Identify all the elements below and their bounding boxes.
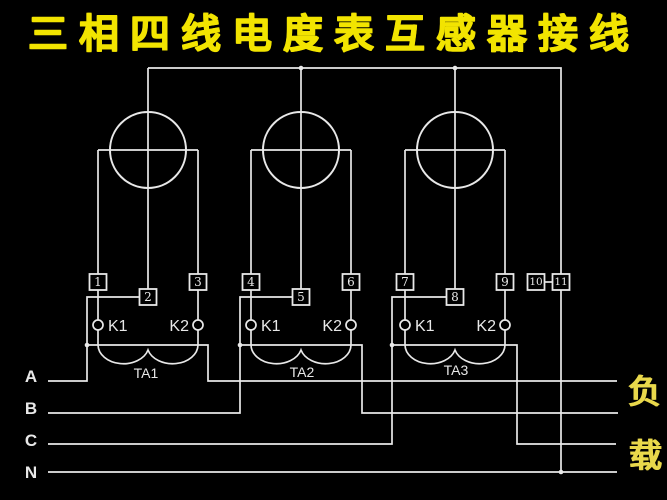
- ta1-secondary-winding: [97, 344, 199, 365]
- terminal8-voltage-tap-wire: [391, 296, 447, 345]
- terminal-box-10: [526, 273, 546, 291]
- phase-a-label: A: [25, 367, 37, 386]
- bus-junction-dot: [452, 65, 458, 71]
- terminal-number-5: 5: [297, 290, 305, 304]
- terminal-box-1: [88, 273, 108, 291]
- ta1-tap-junction-dot: [84, 342, 90, 348]
- ta1-k2-label: K2: [169, 318, 189, 335]
- ta3-secondary-winding: [404, 344, 506, 365]
- phase-c-line: [48, 344, 616, 445]
- load-label-char2: 载: [629, 437, 662, 474]
- terminal-number-1: 1: [94, 275, 102, 289]
- terminal-box-6: [341, 273, 361, 291]
- ta1-k2-terminal-circle: [192, 319, 204, 331]
- ta3-tap-junction-dot: [389, 342, 395, 348]
- neutral-junction-dot: [558, 469, 564, 475]
- terminal5-voltage-tap-wire: [239, 296, 293, 345]
- voltage-bus-top-wire: [148, 67, 562, 274]
- terminal-box-5: [291, 288, 311, 306]
- terminal-number-11: 11: [554, 276, 567, 288]
- bus-junction-dot: [298, 65, 304, 71]
- terminal-number-2: 2: [144, 290, 152, 304]
- terminal-box-3: [188, 273, 208, 291]
- terminal2-voltage-tap-wire: [86, 296, 140, 345]
- ta3-k1-label: K1: [415, 318, 435, 335]
- ta3-label: TA3: [444, 362, 469, 378]
- ta3-k1-terminal-circle: [399, 319, 411, 331]
- ta2-k2-terminal-circle: [345, 319, 357, 331]
- terminal-box-2: [138, 288, 158, 306]
- ta2-secondary-winding: [250, 344, 352, 365]
- terminal-number-9: 9: [501, 275, 509, 289]
- ta2-k2-label: K2: [322, 318, 342, 335]
- terminal-number-8: 8: [451, 290, 459, 304]
- terminal-box-8: [445, 288, 465, 306]
- terminal-number-6: 6: [347, 275, 355, 289]
- phase-n-label: N: [25, 463, 37, 482]
- ta3-k2-terminal-circle: [499, 319, 511, 331]
- ta1-label: TA1: [134, 365, 159, 381]
- phase-c-label: C: [25, 431, 37, 450]
- diagram-title: 三相四线电度表互感器接线: [27, 12, 640, 56]
- terminal-number-3: 3: [194, 275, 202, 289]
- ta1-k1-terminal-circle: [92, 319, 104, 331]
- ta3-k2-label: K2: [476, 318, 496, 335]
- phase-b-label: B: [25, 399, 37, 418]
- terminal-number-10: 10: [529, 276, 542, 288]
- phase-a-line: [48, 344, 617, 382]
- terminal-number-4: 4: [247, 275, 255, 289]
- terminal-box-7: [395, 273, 415, 291]
- ta2-k1-label: K1: [261, 318, 281, 335]
- terminal-box-9: [495, 273, 515, 291]
- terminal-box-4: [241, 273, 261, 291]
- ta2-label: TA2: [290, 364, 315, 380]
- terminal-box-11: [551, 273, 571, 291]
- phase-b-line: [48, 344, 618, 414]
- ta1-k1-label: K1: [108, 318, 128, 335]
- terminal-number-7: 7: [401, 275, 409, 289]
- ta2-k1-terminal-circle: [245, 319, 257, 331]
- load-label-char1: 负: [628, 373, 661, 410]
- ta2-tap-junction-dot: [237, 342, 243, 348]
